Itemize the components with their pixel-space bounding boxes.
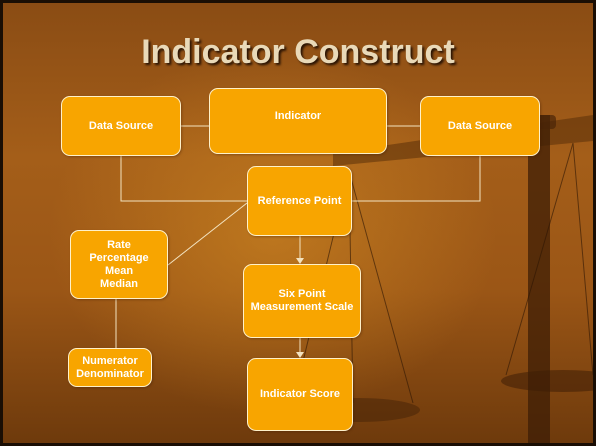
data-source-right-box: Data Source: [420, 96, 540, 156]
arrowhead-to-scale: [296, 258, 304, 264]
diagram-connectors: [115, 125, 481, 358]
data-source-left-label: Data Source: [88, 119, 154, 132]
numerator-denominator-box: Numerator Denominator: [68, 348, 152, 387]
median-label: Median: [100, 277, 138, 290]
indicator-label: Indicator: [274, 110, 322, 122]
scale-post: [528, 115, 550, 443]
slide: Indicator Construct Data Source Indicato…: [3, 3, 593, 443]
connector-left-source-reference: [120, 156, 247, 202]
measurement-scale-label: Measurement Scale: [250, 301, 354, 313]
indicator-score-box: Indicator Score: [247, 358, 353, 431]
denominator-label: Denominator: [76, 367, 144, 380]
indicator-score-label: Indicator Score: [259, 388, 341, 400]
reference-point-label: Reference Point: [257, 194, 342, 207]
rate-percentage-mean-median-box: Rate Percentage Mean Median: [70, 230, 168, 299]
six-point-scale-box: Six Point Measurement Scale: [243, 264, 361, 338]
reference-point-box: Reference Point: [247, 166, 352, 236]
data-source-right-label: Data Source: [447, 119, 513, 132]
connector-right-source-reference: [352, 156, 481, 202]
scale-pan-right: [501, 370, 593, 392]
connector-reference-rate: [167, 202, 248, 266]
percentage-label: Percentage: [89, 251, 149, 264]
slide-title: Indicator Construct: [141, 33, 455, 71]
rate-label: Rate: [107, 238, 131, 251]
six-point-label: Six Point: [278, 288, 326, 300]
data-source-left-box: Data Source: [61, 96, 181, 156]
numerator-label: Numerator: [82, 354, 138, 367]
arrowhead-to-score: [296, 352, 304, 358]
mean-label: Mean: [104, 264, 134, 277]
indicator-box: Indicator: [209, 88, 387, 154]
